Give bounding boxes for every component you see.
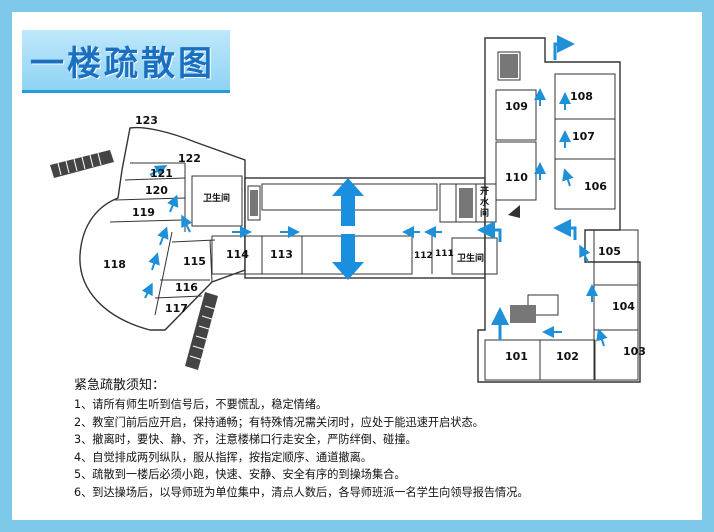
notice-title: 紧急疏散须知： (74, 378, 166, 393)
notice-item-3: 3、撤离时，要快、静、齐，注意楼梯口行走安全，严防绊倒、碰撞。 (74, 433, 417, 446)
page-title: 一楼疏散图 (30, 44, 215, 84)
notice-item-5: 5、疏散到一楼后必须小跑，快速、安静、安全有序的到操场集合。 (74, 468, 406, 481)
notice-item-4: 4、自觉排成两列纵队，服从指挥，按指定顺序、通道撤离。 (74, 450, 372, 464)
room-116: 116 (175, 281, 198, 294)
room-labels: 123 122 121 120 119 118 115 116 117 114 … (103, 90, 646, 363)
stair-left-bottom (185, 292, 219, 370)
room-118: 118 (103, 258, 126, 271)
room-108: 108 (570, 90, 593, 103)
room-123: 123 (135, 114, 158, 127)
room-120: 120 (145, 184, 168, 197)
room-111: 111 (435, 249, 454, 259)
room-117: 117 (165, 302, 188, 315)
room-115: 115 (183, 255, 206, 268)
room-106: 106 (584, 180, 607, 193)
room-113: 113 (270, 248, 293, 261)
water-room-label-3: 间 (480, 207, 489, 219)
room-114: 114 (226, 248, 249, 261)
stair-left-top (50, 150, 114, 178)
room-107: 107 (572, 130, 595, 143)
room-122: 122 (178, 152, 201, 165)
evacuation-arrows (141, 35, 608, 347)
restroom-right-label: 卫生间 (457, 252, 484, 264)
room-121: 121 (150, 167, 173, 180)
room-105: 105 (598, 245, 621, 258)
water-room-label-1: 开 (480, 186, 489, 197)
room-104: 104 (612, 300, 635, 313)
room-101: 101 (505, 350, 528, 363)
room-109: 109 (505, 100, 528, 113)
room-119: 119 (132, 206, 155, 219)
notice-item-6: 6、到达操场后，以导师班为单位集中，清点人数后，各导师班派一名学生向领导报告情况… (74, 485, 529, 499)
restroom-left-label: 卫生间 (203, 192, 230, 204)
water-room-label-2: 水 (480, 196, 490, 208)
evacuation-notice: 紧急疏散须知： 1、请所有师生听到信号后，不要慌乱，稳定情绪。 2、教室门前后应… (74, 374, 694, 501)
room-110: 110 (505, 171, 528, 184)
room-103: 103 (623, 345, 646, 358)
room-112: 112 (414, 251, 433, 261)
notice-item-2: 2、教室门前后应开启，保持通畅；有特殊情况需关闭时，应处于能迅速开启状态。 (74, 415, 484, 429)
notice-item-1: 1、请所有师生听到信号后，不要慌乱，稳定情绪。 (74, 398, 328, 411)
title-banner (22, 30, 230, 93)
room-102: 102 (556, 350, 579, 363)
main-exit-arrow-icon (332, 178, 364, 280)
stair-icons (250, 54, 536, 323)
